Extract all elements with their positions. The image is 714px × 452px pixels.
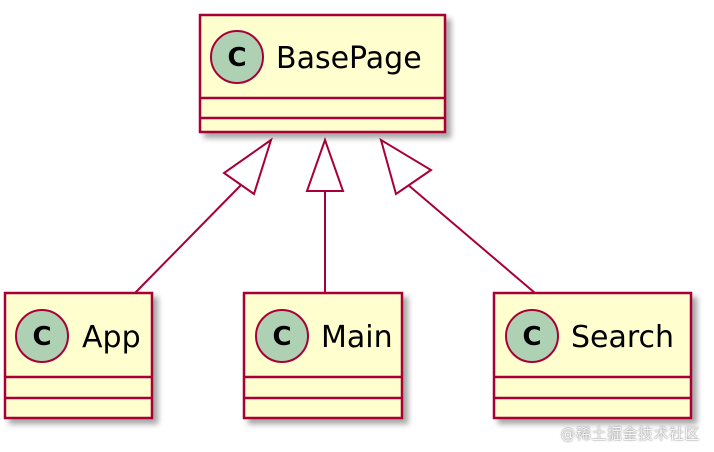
stereotype-letter: C [227, 43, 246, 73]
edges [134, 136, 536, 294]
class-name: BasePage [276, 41, 422, 76]
stereotype-letter: C [272, 322, 291, 352]
edge-search-to-basepage [379, 137, 536, 294]
edge-main-to-basepage [305, 136, 345, 293]
class-stereotype-c-icon: C [15, 309, 69, 363]
class-stereotype-c-icon: C [255, 309, 309, 363]
class-basepage[interactable]: C BasePage [198, 13, 447, 134]
class-name: Main [321, 320, 393, 355]
stereotype-letter: C [522, 322, 541, 352]
class-search[interactable]: C Search [492, 291, 693, 420]
stereotype-letter: C [32, 322, 51, 352]
watermark: @稀土掘金技术社区 [560, 425, 700, 443]
class-stereotype-c-icon: C [505, 309, 559, 363]
class-name: App [82, 320, 141, 355]
class-name: Search [571, 320, 674, 355]
class-app[interactable]: C App [3, 291, 154, 420]
edge-app-to-basepage [134, 137, 273, 294]
class-stereotype-c-icon: C [210, 30, 264, 84]
class-main[interactable]: C Main [242, 291, 404, 420]
